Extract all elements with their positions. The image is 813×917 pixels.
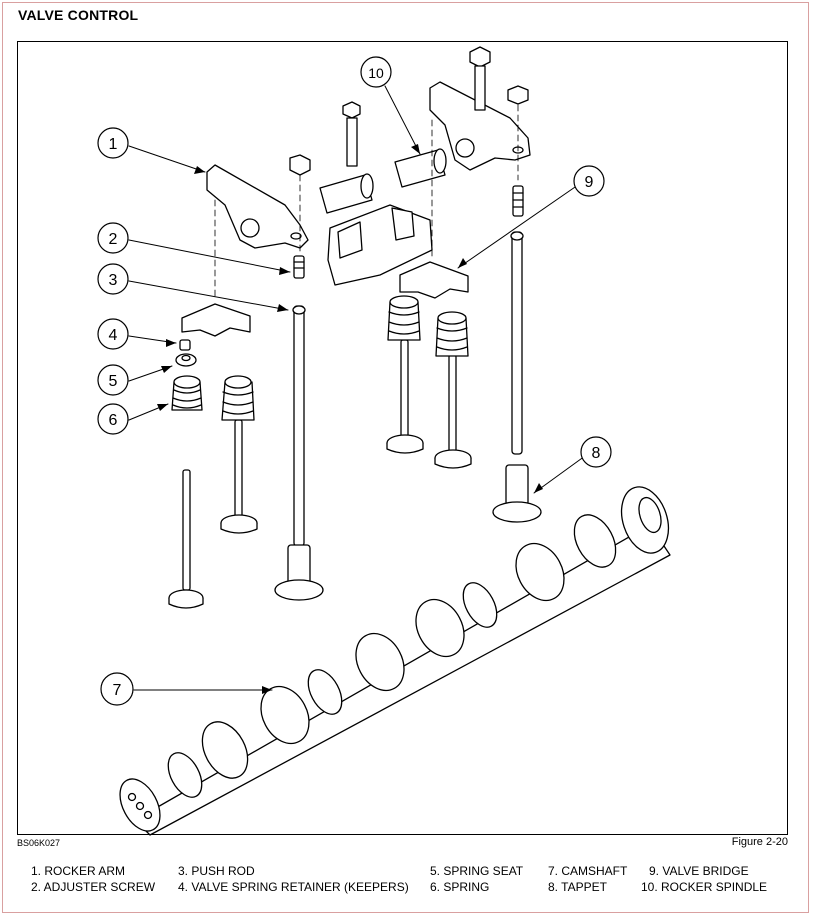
leader-lines xyxy=(128,85,586,691)
image-code: BS06K027 xyxy=(17,838,61,848)
left-rocker-arm-drawing xyxy=(206,154,311,249)
callout-2: 2 xyxy=(109,231,118,248)
rocker-spindles-drawing xyxy=(319,148,447,214)
callout-10: 10 xyxy=(368,65,384,81)
page-title: VALVE CONTROL xyxy=(18,7,139,23)
callout-3: 3 xyxy=(109,272,118,289)
diagram-frame xyxy=(17,41,788,835)
callout-6: 6 xyxy=(109,412,118,429)
legend-item-spring-seat: 5. SPRING SEAT xyxy=(430,864,524,878)
right-valve-bridge-drawing xyxy=(399,261,469,299)
legend-item-camshaft: 7. CAMSHAFT xyxy=(548,864,628,878)
parts-legend: 1. ROCKER ARM 2. ADJUSTER SCREW 3. PUSH … xyxy=(0,862,813,902)
legend-item-push-rod: 3. PUSH ROD xyxy=(178,864,255,878)
right-push-rod-drawing xyxy=(510,231,524,455)
right-rocker-bolt-drawing xyxy=(469,46,491,111)
right-nut-drawing xyxy=(507,85,529,105)
left-valve-bridge-drawing xyxy=(181,303,251,337)
right-rocker-arm-drawing xyxy=(429,81,531,171)
left-valve-1-drawing xyxy=(168,469,204,609)
left-adjuster-screw-drawing xyxy=(293,255,305,279)
callout-1: 1 xyxy=(109,136,118,153)
callout-circles xyxy=(97,56,612,706)
legend-item-spring: 6. SPRING xyxy=(430,880,490,894)
right-valve-2-drawing xyxy=(434,311,472,469)
keepers-drawing xyxy=(179,339,191,351)
camshaft-drawing xyxy=(119,486,671,836)
spring-drawing xyxy=(171,375,203,411)
right-valve-1-drawing xyxy=(386,295,424,454)
legend-item-valve-bridge: 9. VALVE BRIDGE xyxy=(649,864,749,878)
legend-item-adjuster-screw: 2. ADJUSTER SCREW xyxy=(31,880,156,894)
legend-item-keepers: 4. VALVE SPRING RETAINER (KEEPERS) xyxy=(178,880,409,894)
legend-item-rocker-spindle: 10. ROCKER SPINDLE xyxy=(641,880,768,894)
rocker-support-drawing xyxy=(327,204,433,286)
callout-8: 8 xyxy=(592,445,601,462)
left-tappet-drawing xyxy=(274,544,324,601)
figure-label: Figure 2-20 xyxy=(731,836,788,848)
left-push-rod-drawing xyxy=(292,305,306,547)
legend-item-rocker-arm: 1. ROCKER ARM xyxy=(31,864,126,878)
leader-arrowheads xyxy=(157,144,543,694)
callout-9: 9 xyxy=(585,174,594,191)
callout-5: 5 xyxy=(109,373,118,390)
right-tappet-drawing xyxy=(492,464,542,523)
callout-7: 7 xyxy=(113,682,122,699)
center-bolt-drawing xyxy=(342,101,361,167)
legend-item-tappet: 8. TAPPET xyxy=(548,880,607,894)
right-adjuster-screw-drawing xyxy=(512,185,524,217)
callout-4: 4 xyxy=(109,327,118,344)
spring-seat-drawing xyxy=(175,353,197,367)
left-valve-2-drawing xyxy=(220,375,258,534)
